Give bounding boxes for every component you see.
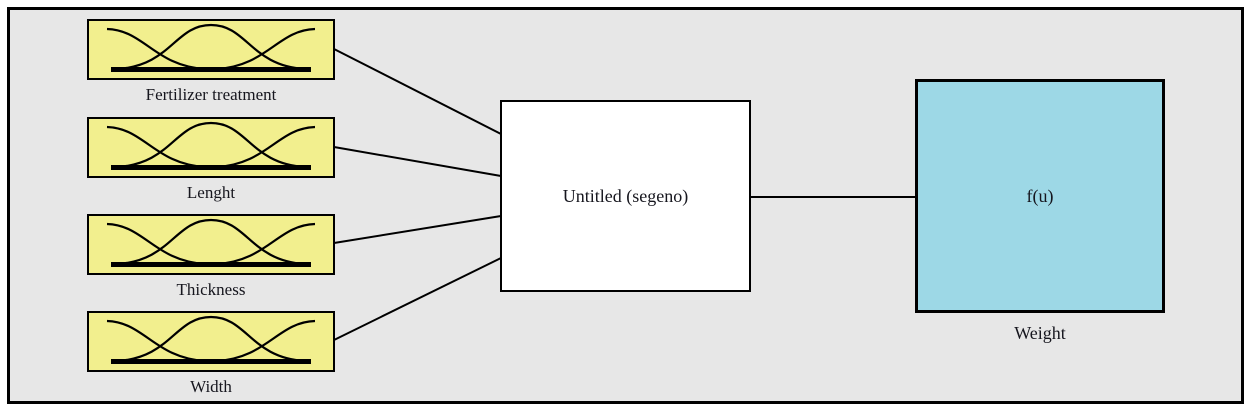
input-variable-box[interactable] — [87, 19, 335, 80]
membership-curves-icon — [106, 218, 316, 267]
input-node-width: Width — [87, 311, 335, 397]
output-caption: Weight — [1014, 323, 1066, 343]
input-label: Thickness — [176, 280, 246, 299]
process-node-untitled-segeno[interactable]: Untitled (segeno) — [500, 100, 751, 292]
input-variable-box[interactable] — [87, 117, 335, 178]
input-node-thickness: Thickness — [87, 214, 335, 300]
input-node-lenght: Lenght — [87, 117, 335, 203]
input-label: Width — [190, 377, 232, 396]
input-variable-box[interactable] — [87, 214, 335, 275]
output-node-weight: f(u) Weight — [915, 79, 1165, 344]
input-label: Lenght — [186, 183, 236, 202]
membership-curves-icon — [106, 121, 316, 170]
membership-curves-icon — [106, 315, 316, 364]
input-label: Fertilizer treatment — [145, 85, 277, 104]
input-variable-box[interactable] — [87, 311, 335, 372]
output-function-label: f(u) — [1026, 185, 1054, 206]
membership-curves-icon — [106, 23, 316, 72]
output-variable-box[interactable]: f(u) — [915, 79, 1165, 313]
process-label: Untitled (segeno) — [562, 185, 689, 206]
input-node-fertilizer-treatment: Fertilizer treatment — [87, 19, 335, 105]
